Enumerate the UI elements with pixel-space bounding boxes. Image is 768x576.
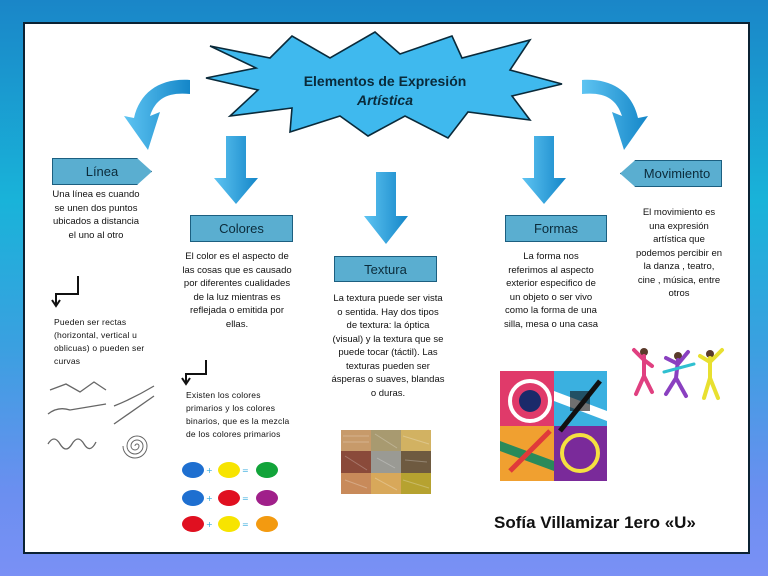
svg-text:+: +: [206, 466, 213, 475]
bent-arrow-colores: [181, 360, 207, 386]
yellow-dot: [218, 462, 240, 478]
textura-label-text: Textura: [364, 261, 407, 277]
dancers-image: [632, 348, 724, 400]
colores-description: El color es el aspecto de las cosas que …: [182, 251, 292, 330]
svg-text:=: =: [242, 494, 249, 503]
curved-arrow-right: [582, 79, 648, 150]
diagram-title: Elementos de Expresión Artística: [270, 72, 500, 110]
linea-note: Pueden ser rectas (horizontal, vertical …: [54, 317, 145, 366]
mix-symbols: + = + = + =: [206, 466, 249, 529]
svg-text:+: +: [206, 520, 213, 529]
forms-artwork-image: [500, 371, 607, 481]
colores-note: Existen los colores primarios y los colo…: [186, 390, 290, 439]
green-dot: [256, 462, 278, 478]
down-arrow-formas: [522, 136, 566, 204]
title-line-2: Artística: [356, 92, 414, 108]
formas-label: Formas: [505, 215, 607, 242]
line-examples-image: [47, 381, 155, 459]
linea-label-text: Línea: [85, 164, 119, 179]
down-arrow-textura: [364, 172, 408, 244]
textura-description: La textura puede ser vista o sentida. Ha…: [331, 293, 445, 399]
formas-description: La forma nos referimos al aspecto exteri…: [504, 251, 598, 330]
blue-dot-2: [182, 490, 204, 506]
down-arrow-colores: [214, 136, 258, 204]
bent-arrow-linea: [51, 276, 79, 308]
yellow-dot-2: [218, 516, 240, 532]
red-dot-3: [182, 516, 204, 532]
formas-label-text: Formas: [533, 221, 579, 236]
orange-dot: [256, 516, 278, 532]
textura-label: Textura: [334, 256, 437, 282]
svg-text:=: =: [242, 466, 249, 475]
red-dot-2: [218, 490, 240, 506]
author-name: Sofía Villamizar 1ero «U»: [494, 513, 696, 532]
colores-label: Colores: [190, 215, 293, 242]
purple-dot: [256, 490, 278, 506]
title-line-1: Elementos de Expresión: [303, 73, 467, 89]
movimiento-label: Movimiento: [620, 160, 722, 187]
linea-label: Línea: [52, 158, 152, 185]
movimiento-description: El movimiento es una expresión artística…: [635, 207, 723, 299]
curved-arrow-left: [124, 79, 190, 150]
linea-description: Una línea es cuando se unen dos puntos u…: [52, 189, 140, 241]
svg-text:+: +: [206, 494, 213, 503]
movimiento-label-text: Movimiento: [643, 166, 711, 181]
color-mixing-chart: + = + = + =: [178, 458, 288, 538]
colores-label-text: Colores: [219, 221, 264, 236]
textures-image: [341, 430, 431, 494]
title-star-shape: [205, 31, 563, 140]
svg-text:=: =: [242, 520, 249, 529]
red-dot: [182, 462, 204, 478]
